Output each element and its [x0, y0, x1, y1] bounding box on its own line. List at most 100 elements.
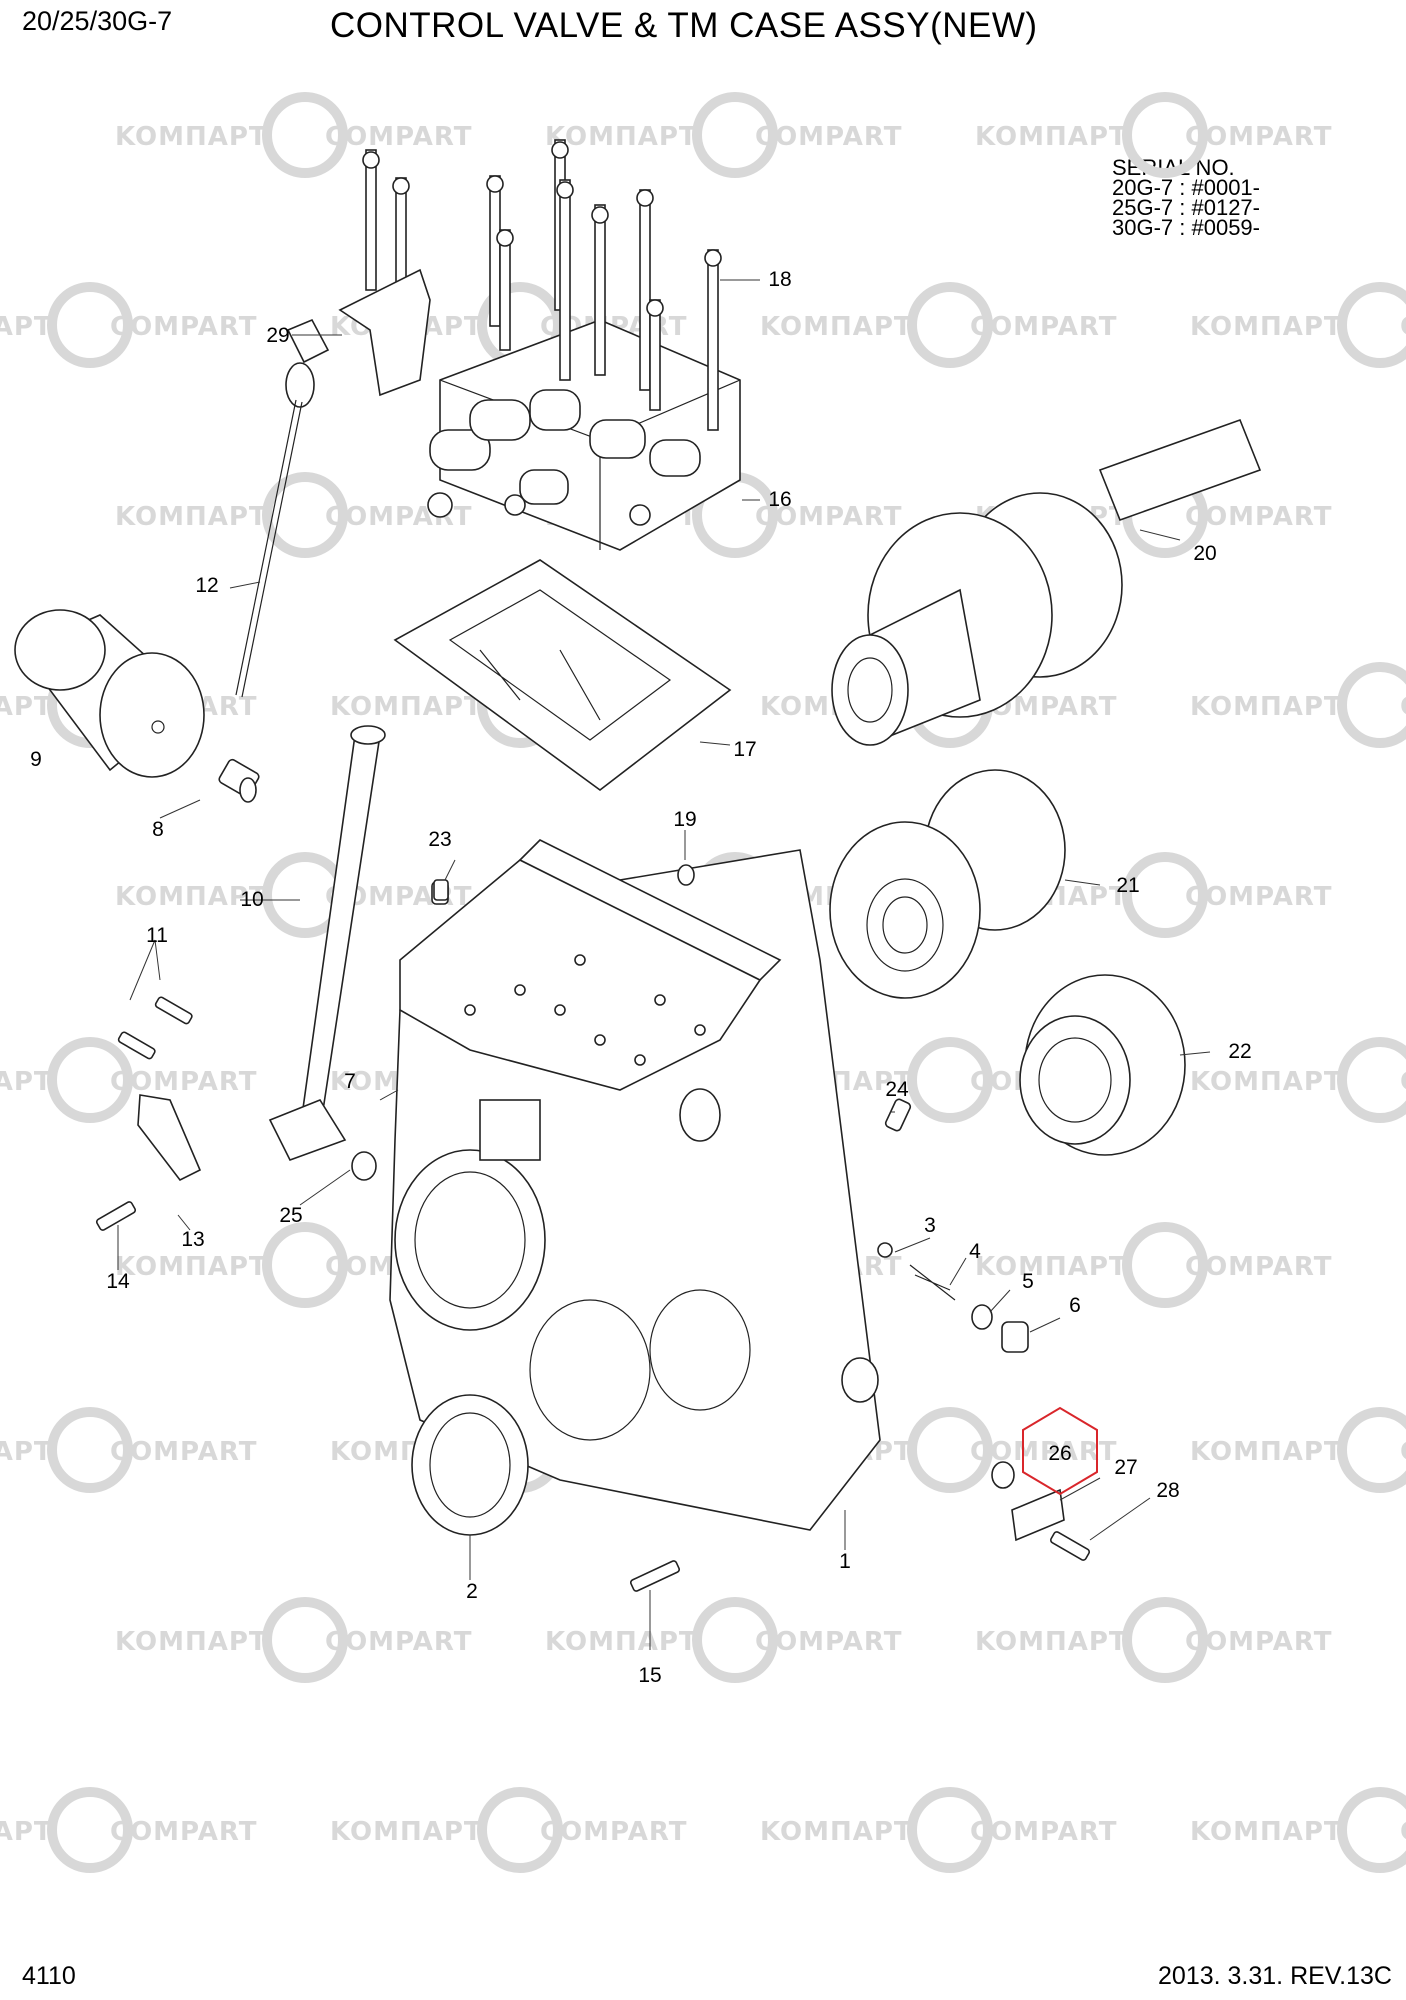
callout-3[interactable]: 3 — [924, 1214, 936, 1237]
idler-gear — [1019, 974, 1186, 1156]
watermark-logo-icon — [1122, 92, 1208, 178]
watermark-text: KOMПAPT — [115, 1252, 268, 1282]
valve-gasket — [393, 559, 732, 792]
callout-13[interactable]: 13 — [181, 1228, 204, 1251]
callout-17[interactable]: 17 — [733, 738, 756, 761]
clutch-assembly — [831, 418, 1262, 746]
oil-filter — [14, 609, 205, 778]
callout-7[interactable]: 7 — [344, 1070, 356, 1093]
callout-11[interactable]: 11 — [146, 924, 168, 947]
dipstick — [235, 318, 330, 698]
watermark-text: KOMПAPT — [760, 1817, 913, 1847]
watermark-logo-icon — [262, 1222, 348, 1308]
watermark-logo-icon — [262, 1597, 348, 1683]
watermark-text: KOMПAPT — [545, 1627, 698, 1657]
callout-15[interactable]: 15 — [638, 1664, 661, 1687]
callout-10[interactable]: 10 — [240, 888, 263, 911]
callout-23[interactable]: 23 — [428, 828, 451, 851]
callout-18[interactable]: 18 — [768, 268, 791, 291]
watermark-logo-icon — [907, 1037, 993, 1123]
watermark-logo-icon — [1122, 1597, 1208, 1683]
watermark-text: COMPART — [540, 1817, 687, 1847]
oil-seal — [411, 1394, 529, 1536]
watermark-text: COMPART — [1185, 502, 1332, 532]
callout-26: 26 — [1048, 1442, 1071, 1465]
watermark-text: KOMПAPT — [0, 1817, 53, 1847]
callout-19[interactable]: 19 — [673, 808, 696, 831]
callout-27[interactable]: 27 — [1114, 1456, 1137, 1479]
counter-gears — [829, 769, 1066, 999]
watermark-text: KOMПAPT — [115, 1627, 268, 1657]
watermark-text: COMPART — [110, 312, 257, 342]
callout-6[interactable]: 6 — [1069, 1294, 1081, 1317]
leader-lines — [117, 279, 1211, 1650]
model-code: 20/25/30G-7 — [22, 6, 173, 36]
watermark-logo-icon — [47, 1407, 133, 1493]
watermark-text: KOMПAPT — [0, 312, 53, 342]
watermark-logo-icon — [47, 1787, 133, 1873]
callout-8[interactable]: 8 — [152, 818, 164, 841]
valve-bolts — [362, 139, 722, 431]
callout-21[interactable]: 21 — [1116, 874, 1139, 897]
transmission-case — [389, 839, 881, 1531]
callout-1[interactable]: 1 — [839, 1550, 851, 1573]
callout-29[interactable]: 29 — [266, 324, 289, 347]
watermark-text: KOMПAPT — [760, 312, 913, 342]
watermark-text: KOMПAPT — [0, 1437, 53, 1467]
callout-5[interactable]: 5 — [1022, 1270, 1034, 1293]
watermark-text: KOMПAPT — [115, 122, 268, 152]
serial-line-20g: 20G-7 : #0001- — [1112, 175, 1260, 200]
watermark-text: KOMПAPT — [1190, 1817, 1343, 1847]
watermark-text: COMPART — [110, 1817, 257, 1847]
watermark-text: COMPART — [1400, 692, 1406, 722]
highlight-callout-26[interactable]: 26 — [1022, 1406, 1098, 1496]
callout-28[interactable]: 28 — [1156, 1479, 1179, 1502]
serial-line-30g: 30G-7 : #0059- — [1112, 215, 1260, 240]
watermark-logo-icon — [1337, 282, 1406, 368]
callout-24[interactable]: 24 — [885, 1078, 909, 1101]
callout-25[interactable]: 25 — [279, 1204, 302, 1227]
watermark-text: KOMПAPT — [0, 1067, 53, 1097]
callout-2[interactable]: 2 — [466, 1580, 478, 1603]
watermark-text: COMPART — [1185, 1627, 1332, 1657]
callout-22[interactable]: 22 — [1228, 1040, 1251, 1063]
callout-20[interactable]: 20 — [1193, 542, 1216, 565]
watermark-text: KOMПAPT — [975, 122, 1128, 152]
watermark-logo-icon — [1337, 1037, 1406, 1123]
watermark-text: COMPART — [1185, 882, 1332, 912]
watermark-logo-icon — [1122, 1222, 1208, 1308]
watermark-text: KOMПAPT — [115, 882, 268, 912]
watermark-text: KOMПAPT — [545, 122, 698, 152]
callout-4[interactable]: 4 — [969, 1240, 981, 1263]
page-title: CONTROL VALVE & TM CASE ASSY(NEW) — [330, 6, 1038, 45]
highlight-hexagon — [1022, 1406, 1098, 1496]
watermark-logo-icon — [692, 92, 778, 178]
small-parts — [95, 864, 1091, 1592]
watermark-text: COMPART — [970, 1817, 1117, 1847]
watermark-text: COMPART — [1400, 1817, 1406, 1847]
watermark-text: KOMПAPT — [1190, 1067, 1343, 1097]
watermark-text: COMPART — [1185, 1252, 1332, 1282]
watermark-logo-icon — [1122, 852, 1208, 938]
watermark-text: KOMПAPT — [1190, 312, 1343, 342]
watermark-text: COMPART — [1400, 1437, 1406, 1467]
revision-date: 2013. 3.31. REV.13C — [1158, 1962, 1392, 1990]
callout-14[interactable]: 14 — [106, 1270, 130, 1293]
callout-12[interactable]: 12 — [195, 574, 218, 597]
watermark-text: COMPART — [325, 1627, 472, 1657]
page-number: 4110 — [22, 1962, 76, 1990]
watermark-logo-icon — [1337, 662, 1406, 748]
watermark-text: COMPART — [755, 1627, 902, 1657]
watermark-logo-icon — [47, 1037, 133, 1123]
watermark-text: COMPART — [1185, 122, 1332, 152]
watermark-logo-icon — [262, 472, 348, 558]
bracket — [338, 268, 431, 397]
callout-16[interactable]: 16 — [768, 488, 791, 511]
watermark-text: COMPART — [110, 1437, 257, 1467]
watermark-text: KOMПAPT — [975, 1252, 1128, 1282]
watermark-logo-icon — [1337, 1787, 1406, 1873]
callout-9[interactable]: 9 — [30, 748, 42, 771]
control-valve-body — [427, 319, 741, 551]
watermark-text: KOMПAPT — [330, 692, 483, 722]
